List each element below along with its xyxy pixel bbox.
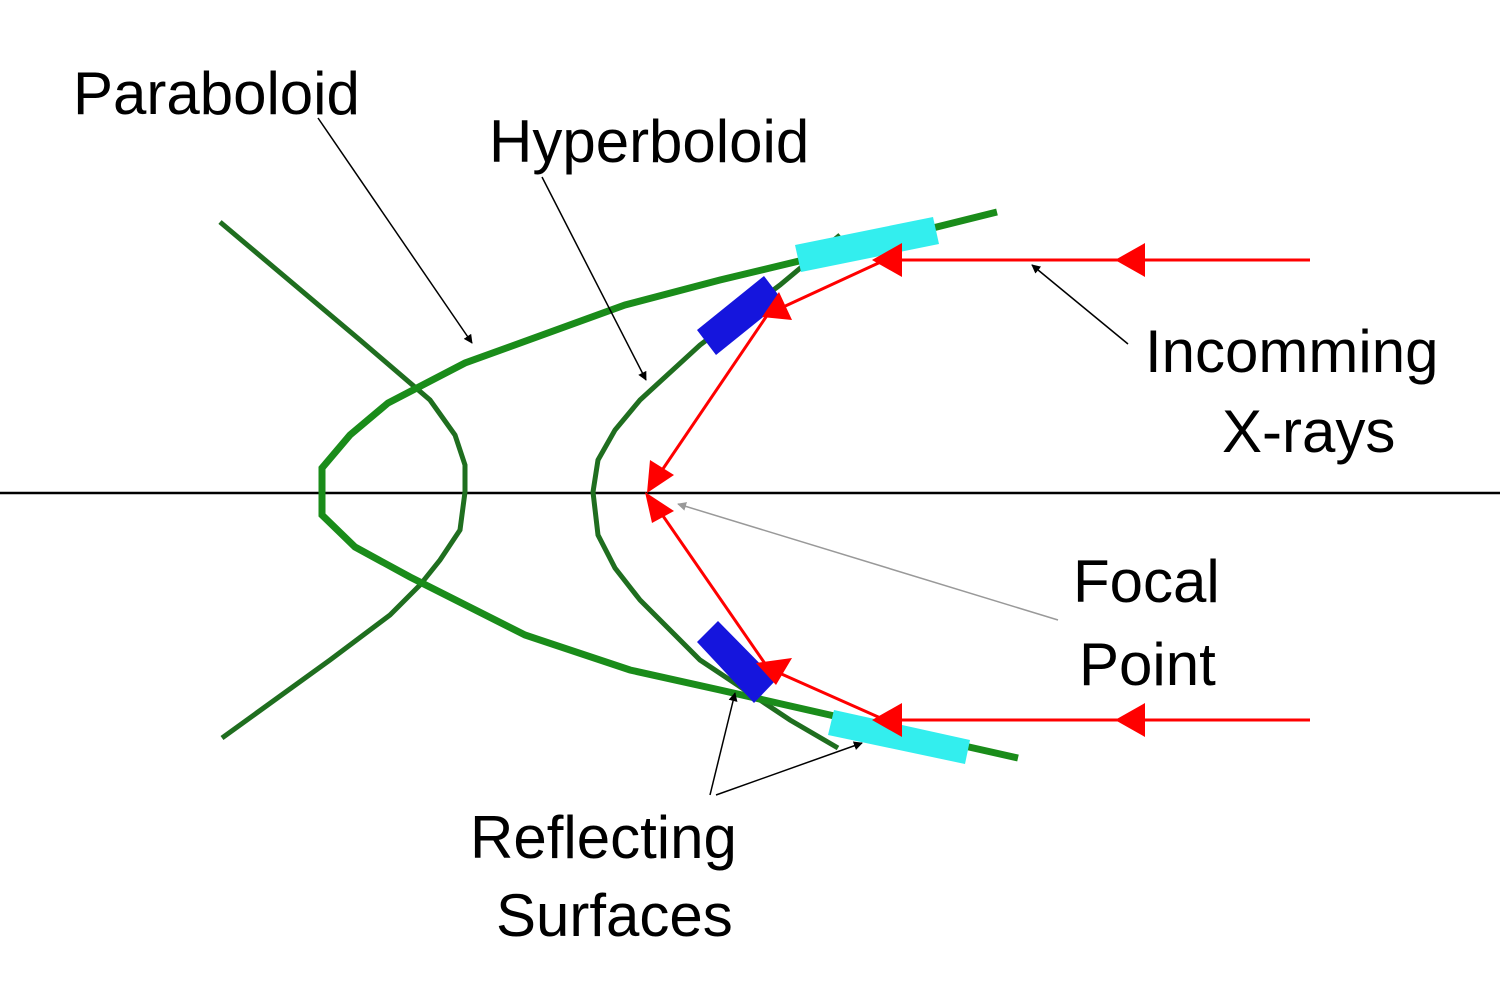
xray-arrowhead [762, 292, 792, 320]
xray-arrowhead [647, 460, 674, 493]
reflecting-surface-lower-hyperboloid [697, 621, 776, 703]
hyperboloid-label: Hyperboloid [489, 108, 809, 175]
reflecting-surfaces-label-line2: Surfaces [496, 882, 733, 949]
paraboloid-pointer [317, 117, 473, 344]
hyperboloid-pointer [541, 176, 647, 381]
paraboloid-label: Paraboloid [73, 60, 360, 127]
hyperboloid-curve-right [590, 233, 842, 751]
reflecting-surfaces-label-line1: Reflecting [470, 804, 737, 871]
reflecting-surface-upper-hyperboloid [697, 276, 783, 355]
reflecting-surface-upper-paraboloid [795, 217, 939, 272]
xray-arrowhead [645, 492, 674, 523]
xray-arrowhead [872, 703, 902, 737]
incoming-xrays-pointer [1031, 264, 1129, 345]
xray-arrowhead [756, 658, 792, 685]
xray-path-lower [645, 492, 1310, 737]
incoming-xrays-label-line2: X-rays [1222, 398, 1395, 465]
reflecting-surfaces-pointer-left [709, 692, 738, 796]
hyperboloid-curve [218, 220, 468, 741]
reflecting-surface-lower-paraboloid [828, 710, 970, 764]
xray-path-upper [647, 243, 1310, 493]
focal-point-label-line1: Focal [1073, 548, 1220, 615]
focal-point-pointer [677, 502, 1059, 621]
xray-arrowhead [1115, 703, 1145, 737]
paraboloid-curve [318, 208, 1019, 762]
focal-point-label-line2: Point [1079, 631, 1216, 698]
incoming-xrays-label-line1: Incomming [1145, 318, 1438, 385]
xray-arrowhead [1115, 243, 1145, 277]
reflecting-surfaces-pointer-right [715, 741, 863, 796]
xray-arrowhead [872, 243, 902, 277]
